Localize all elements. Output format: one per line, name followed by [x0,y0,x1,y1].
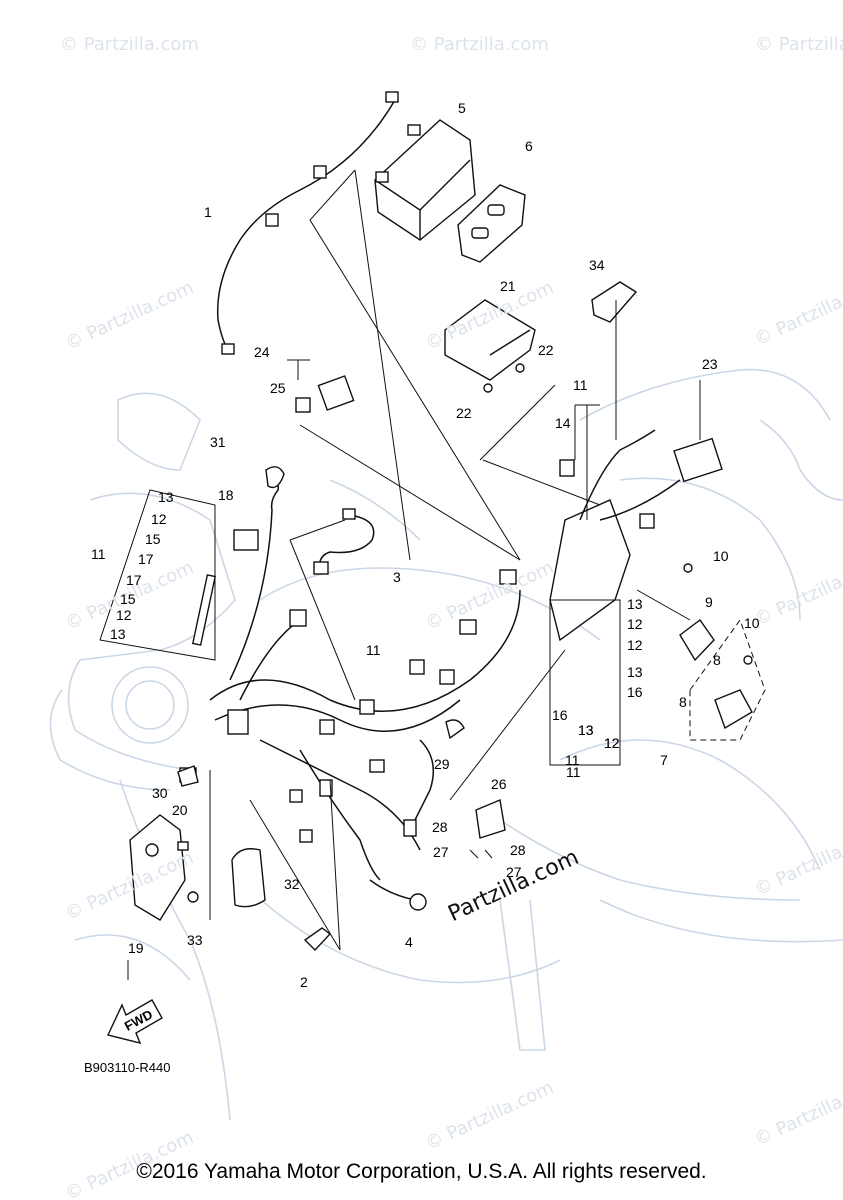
callout-11d: 11 [566,764,581,780]
sensor-2 [303,927,332,952]
copyright-notice: ©2016 Yamaha Motor Corporation, U.S.A. A… [136,1160,707,1183]
callout-15b: 15 [120,591,136,607]
coupler-24 [295,375,355,413]
callout-13e: 13 [578,722,594,738]
callout-12b: 12 [116,607,132,623]
callout-22a: 22 [538,342,554,358]
sensor-lead-3 [313,508,375,575]
bracket-26 [469,799,506,859]
callout-14: 14 [555,415,571,431]
callout-10b: 10 [744,615,760,631]
callout-25: 25 [270,380,286,396]
callout-29: 29 [434,756,450,772]
callout-28a: 28 [432,819,448,835]
small-parts [177,466,753,787]
callout-19: 19 [128,940,144,956]
forward-arrow-icon [107,999,163,1045]
svg-text:© Partzilla.com: © Partzilla.com [751,273,843,351]
callout-7: 7 [660,752,668,768]
leader-lines [99,169,701,980]
svg-text:© Partzilla.com: © Partzilla.com [751,823,843,901]
callout-27b: 27 [506,864,522,880]
callout-9: 9 [705,594,713,610]
callout-12e: 12 [604,735,620,751]
callout-23: 23 [702,356,718,372]
motorcycle-ghost-outline [49,368,843,1121]
callout-4: 4 [405,934,413,950]
callout-27a: 27 [433,844,449,860]
svg-text:© Partzilla.com: © Partzilla.com [410,34,549,55]
callout-22b: 22 [456,405,472,421]
callout-20: 20 [172,802,188,818]
callout-3: 3 [393,569,401,585]
callout-6: 6 [525,138,533,154]
callout-13d: 13 [627,664,643,680]
svg-text:© Partzilla.com: © Partzilla.com [62,277,197,355]
starter-relay-9 [679,619,715,662]
callout-12c: 12 [627,616,643,632]
svg-text:© Partzilla.com: © Partzilla.com [751,1073,843,1151]
callout-11e: 11 [565,752,580,768]
callout-26: 26 [491,776,507,792]
sensor-4 [369,879,427,911]
fuse-box [549,429,681,642]
callout-11b: 11 [91,546,106,562]
callout-33: 33 [187,932,203,948]
callout-18: 18 [218,487,234,503]
svg-text:© Partzilla.com: © Partzilla.com [751,553,843,631]
svg-text:© Partzilla.com: © Partzilla.com [60,34,199,55]
callout-31: 31 [210,434,226,450]
callout-12f: 12 [604,735,620,751]
callout-21: 21 [500,278,516,294]
callout-32: 32 [284,876,300,892]
callout-8b: 8 [679,694,687,710]
switch-7 [689,618,766,741]
callout-11c: 11 [366,642,381,658]
svg-text:© Partzilla.com: © Partzilla.com [422,557,557,635]
callout-12d: 12 [627,637,643,653]
svg-text:© Partzilla.com: © Partzilla.com [755,34,843,55]
relay-23 [673,437,723,483]
callout-13a: 13 [158,489,174,505]
callout-8a: 8 [713,652,721,668]
callout-numbers: 1 2 3 4 5 6 7 8 8 9 10 10 11 11 11 11 11… [91,100,760,990]
callout-15a: 15 [145,531,161,547]
ecu-unit [444,299,536,393]
svg-text:© Partzilla.com: © Partzilla.com [422,1077,557,1155]
battery-lead-wire [216,91,399,355]
battery-cover [457,184,526,263]
drawing-code: B903110-R440 [84,1060,171,1075]
callout-5: 5 [458,100,466,116]
relay-34 [591,281,638,323]
callout-12a: 12 [151,511,167,527]
callout-30: 30 [152,785,168,801]
callout-28b: 28 [510,842,526,858]
horn-bracket [129,767,199,921]
callout-10a: 10 [713,548,729,564]
callout-16b: 16 [552,707,568,723]
main-wire-harness [209,569,521,881]
callout-17a: 17 [138,551,154,567]
callout-24: 24 [254,344,270,360]
callout-13b: 13 [110,626,126,642]
callout-17b: 17 [126,572,142,588]
callout-1: 1 [204,204,212,220]
headlight-assembly-ghost [111,482,280,744]
cover-32 [231,848,266,908]
callout-13f: 13 [578,722,594,738]
callout-11a: 11 [573,377,588,393]
callout-34: 34 [589,257,605,273]
callout-2: 2 [300,974,308,990]
callout-13c: 13 [627,596,643,612]
callout-16a: 16 [627,684,643,700]
battery [374,119,476,241]
